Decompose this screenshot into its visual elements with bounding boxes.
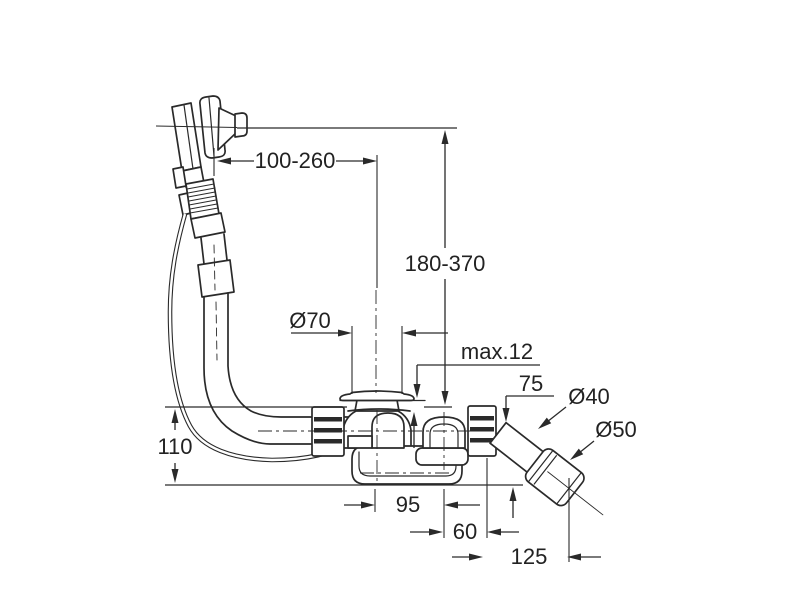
thread-hatching [186,183,219,214]
knob-cone [217,107,237,151]
tube-sleeve [197,259,235,298]
dim-label-elbow-offset: 60 [453,519,477,544]
cable-connector-box [347,435,373,449]
cable-anchor-tab [172,166,187,189]
dim-label-outlet-stub: 75 [519,371,543,396]
dim-label-overflow-drop: 180-370 [405,251,486,276]
overflow-nut [190,212,226,239]
tube-outer-edge [203,296,313,445]
dimension-labels: 100-260 180-370 Ø70 max.12 75 Ø40 Ø50 11… [157,148,636,569]
centerlines [155,125,470,483]
tube-inner-edge [227,292,313,418]
plug-cap [339,390,415,402]
waste-trap-assembly [311,390,604,516]
dimension-lines [165,127,601,562]
knob-tip [234,112,248,138]
dim-label-outlet-reach: 125 [511,544,548,569]
left-compression-nut [311,406,345,457]
dimension-arrowheads [171,130,584,561]
waste-boss [371,412,405,449]
pop-up-cable [167,213,354,463]
dim-label-trap-height: 110 [157,434,192,459]
dim-label-knob-offset: 100-260 [255,148,336,173]
right-compression-nut [467,405,497,457]
elbow-foot [415,447,469,466]
overflow-wall-plate [171,102,202,172]
dim-label-coupling-diameter: Ø50 [595,417,637,442]
dim-label-outlet-diameter: Ø40 [568,384,610,409]
dim-label-plug-diameter: Ø70 [289,308,331,333]
dim-label-rim-thickness: max.12 [461,339,533,364]
dim-label-trap-offset: 95 [396,492,420,517]
